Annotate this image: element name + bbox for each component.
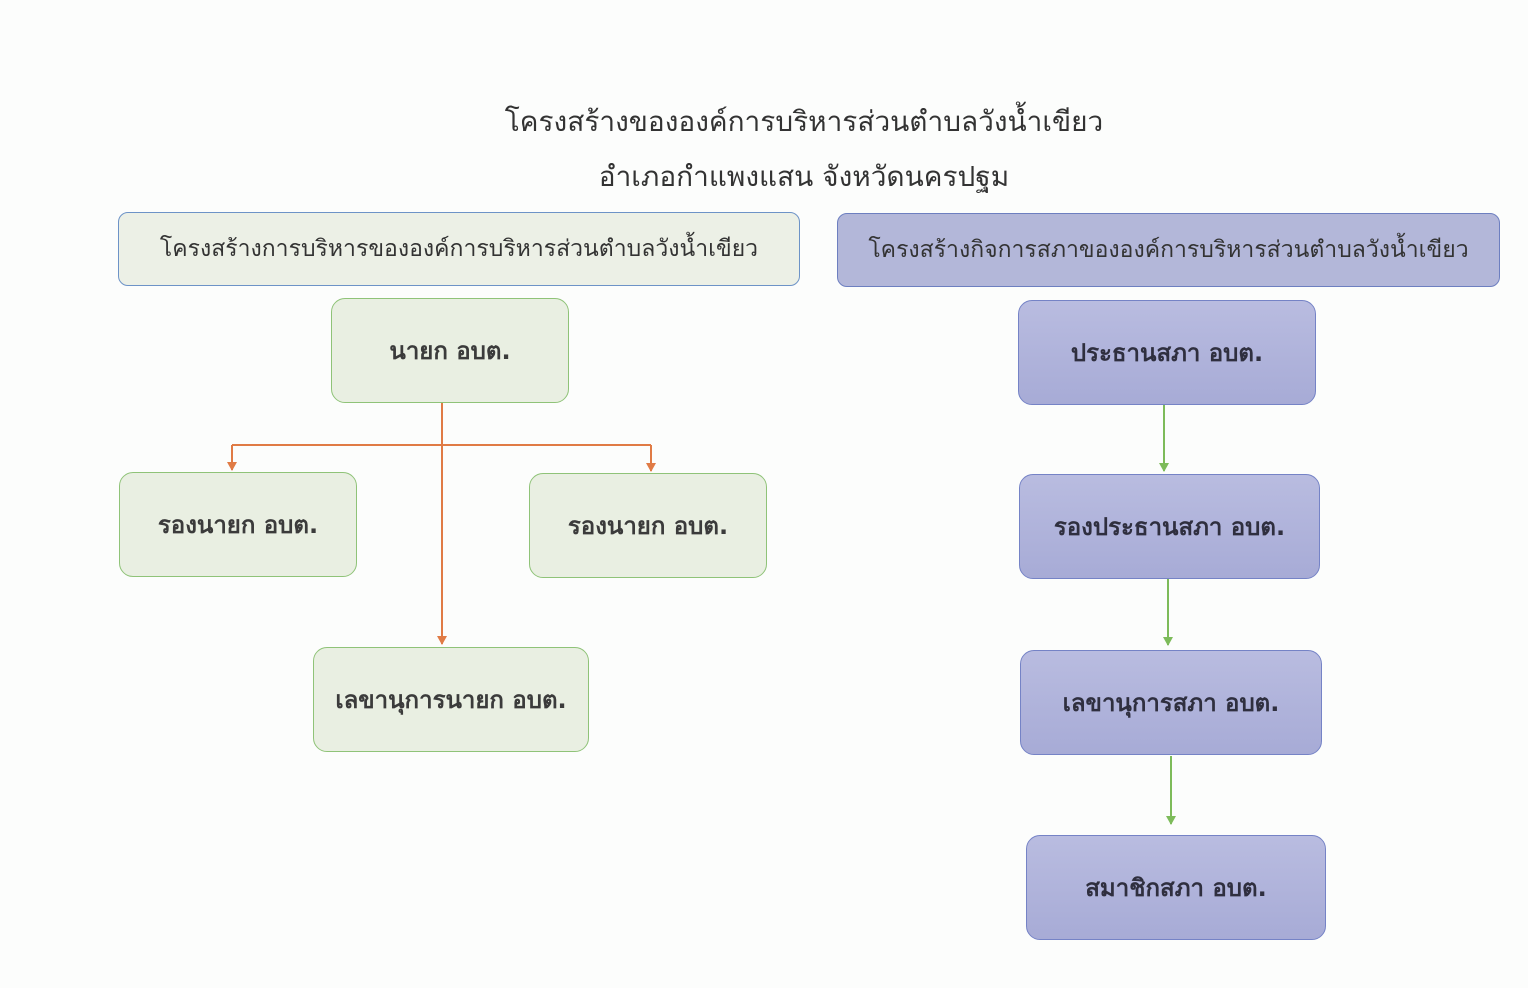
deputy-mayor-right-node: รองนายก อบต. xyxy=(529,473,767,578)
council-members-node: สมาชิกสภา อบต. xyxy=(1026,835,1326,940)
mayor-secretary-node: เลขานุการนายก อบต. xyxy=(313,647,589,752)
council-structure-header: โครงสร้างกิจการสภาขององค์การบริหารส่วนตำ… xyxy=(837,213,1500,287)
administration-structure-header: โครงสร้างการบริหารขององค์การบริหารส่วนตำ… xyxy=(118,212,800,286)
chart-title: โครงสร้างขององค์การบริหารส่วนตำบลวังน้ำเ… xyxy=(504,105,1104,138)
council-chair-node: ประธานสภา อบต. xyxy=(1018,300,1316,405)
council-secretary-node: เลขานุการสภา อบต. xyxy=(1020,650,1322,755)
mayor-node: นายก อบต. xyxy=(331,298,569,403)
deputy-mayor-left-node: รองนายก อบต. xyxy=(119,472,357,577)
chart-subtitle: อำเภอกำแพงแสน จังหวัดนครปฐม xyxy=(598,160,1010,193)
council-vice-chair-node: รองประธานสภา อบต. xyxy=(1019,474,1320,579)
